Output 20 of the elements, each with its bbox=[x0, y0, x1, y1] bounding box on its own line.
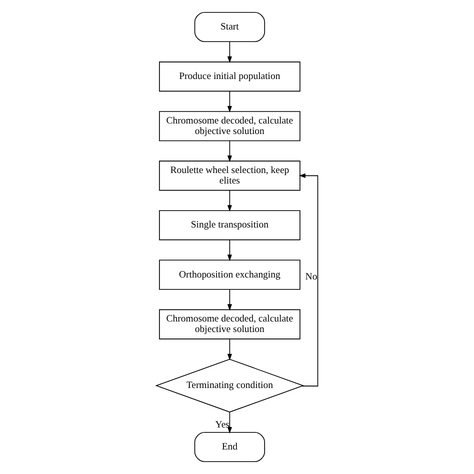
node-box: Chromosome decoded, calculate objective solution bbox=[159, 111, 300, 142]
node-box: Single transposition bbox=[159, 210, 300, 240]
arrow bbox=[227, 91, 232, 112]
arrow bbox=[227, 412, 232, 434]
edge-label: Yes bbox=[215, 420, 230, 431]
node-box: Roulette wheel selection, keep elites bbox=[159, 160, 300, 191]
node-diamond: Terminating condition bbox=[155, 358, 304, 412]
arrow bbox=[227, 190, 232, 212]
arrow bbox=[227, 140, 232, 162]
edge-label: No bbox=[305, 272, 318, 283]
arrow bbox=[227, 240, 232, 262]
arrow bbox=[227, 338, 232, 360]
arrow bbox=[227, 289, 232, 311]
node-box: Chromosome decoded, calculate objective solution bbox=[159, 309, 300, 340]
node-box: Produce initial population bbox=[159, 62, 300, 92]
arrow bbox=[298, 173, 318, 386]
arrow bbox=[227, 41, 232, 63]
node-box: End bbox=[194, 432, 266, 462]
node-box: Start bbox=[194, 12, 266, 42]
node-box: Orthoposition exchanging bbox=[159, 260, 300, 290]
